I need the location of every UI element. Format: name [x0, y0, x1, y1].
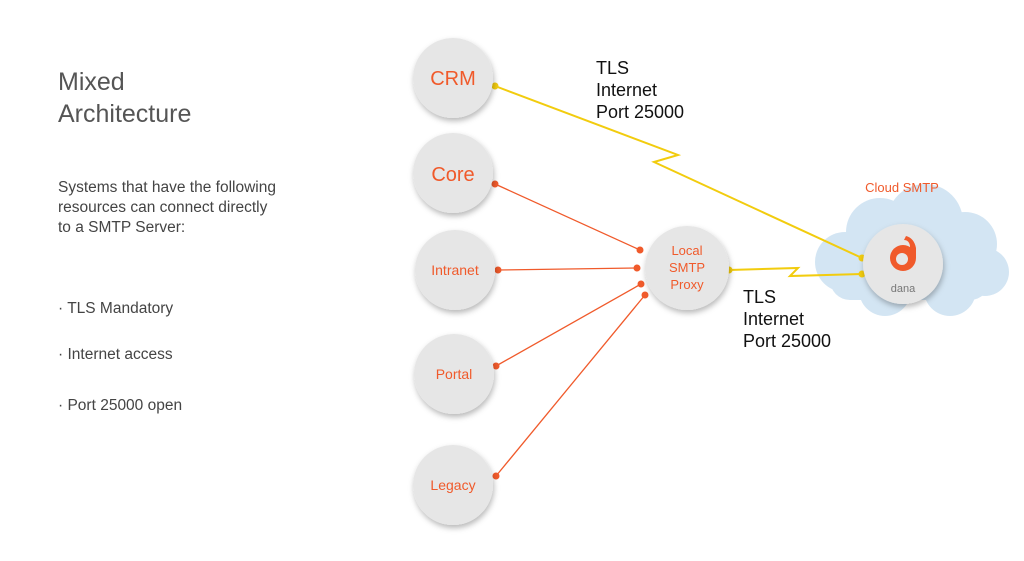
tls-label-bottom: TLS Internet Port 25000 [743, 287, 832, 351]
node-portal: Portal [414, 334, 494, 414]
node-legacy-label: Legacy [430, 477, 475, 493]
node-cloud-smtp-server: dana [863, 224, 943, 304]
link-core-proxy [494, 183, 641, 251]
bullet-tls: · TLS Mandatory [58, 300, 174, 317]
tls-link-proxy-cloud [728, 266, 863, 278]
cloud-shape [815, 184, 1009, 316]
node-local-smtp-proxy: Local SMTP Proxy [645, 226, 729, 310]
tls-label-top: TLS Internet Port 25000 [596, 58, 685, 122]
link-legacy-proxy [495, 294, 646, 477]
dana-logo: dana [890, 236, 916, 295]
node-portal-label: Portal [436, 366, 473, 382]
proxy-label-line2: SMTP [669, 260, 705, 275]
dana-logo-text: dana [891, 283, 916, 295]
tls-link-crm-cloud [494, 85, 863, 259]
cloud-smtp-label: Cloud SMTP [865, 180, 939, 195]
node-legacy: Legacy [413, 445, 493, 525]
bullet-port: · Port 25000 open [58, 397, 183, 414]
node-intranet: Intranet [415, 230, 495, 310]
proxy-label-line3: Proxy [670, 277, 704, 292]
node-core: Core [413, 133, 493, 213]
link-intranet-proxy [497, 267, 638, 271]
proxy-label-line1: Local [671, 243, 702, 258]
node-intranet-label: Intranet [431, 262, 479, 278]
bullet-internet: · Internet access [58, 346, 173, 363]
link-portal-proxy [495, 283, 642, 367]
description: Systems that have the following resource… [58, 179, 276, 236]
node-core-label: Core [431, 164, 474, 186]
node-crm: CRM [413, 38, 493, 118]
node-crm-label: CRM [430, 68, 476, 90]
page-title: Mixed Architecture [58, 68, 192, 128]
